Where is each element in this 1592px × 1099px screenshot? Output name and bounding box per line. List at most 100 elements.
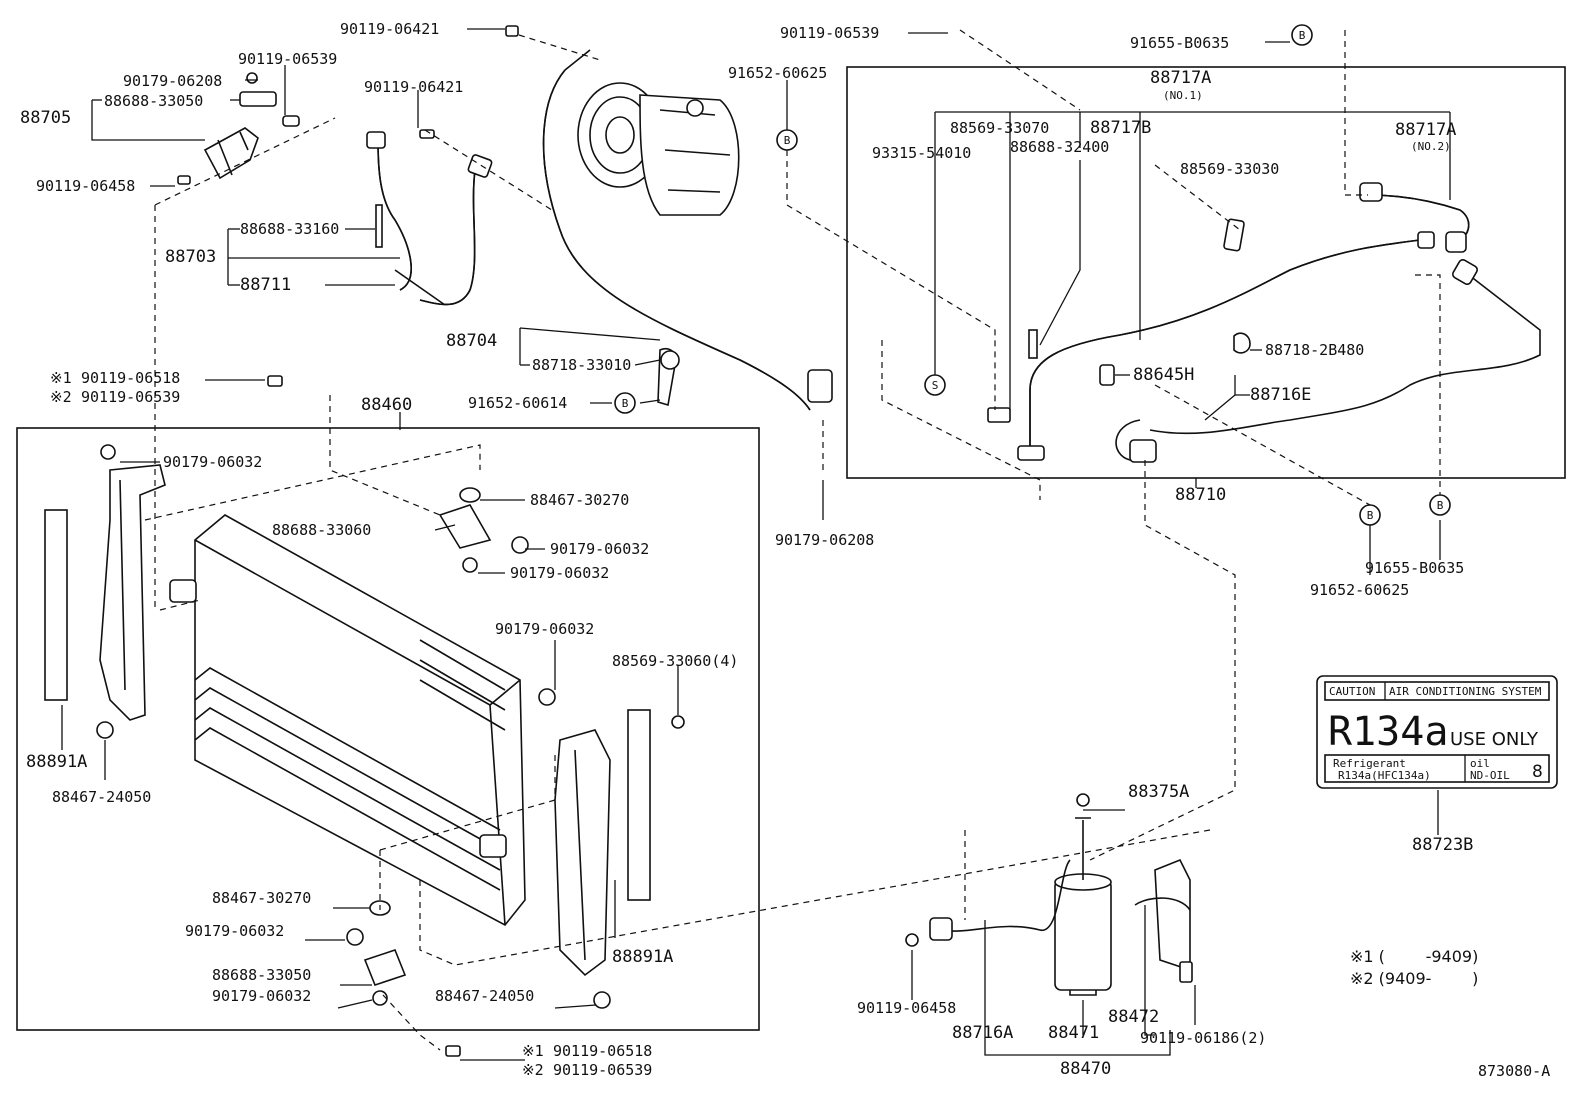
liquid-lines-88710 [987, 182, 1541, 463]
label-91655-B0635: 91655-B0635 [1130, 34, 1229, 52]
condenser-88460 [169, 514, 526, 927]
note-mark-2: ※2 [50, 388, 72, 406]
label-88710: 88710 [1175, 485, 1226, 505]
svg-text:B: B [1437, 499, 1444, 512]
label-90179-06032: 90179-06032 [550, 540, 649, 558]
label-88688-33160: 88688-33160 [240, 220, 339, 238]
svg-text:S: S [932, 379, 939, 392]
label-88470: 88470 [1060, 1059, 1111, 1079]
note-2: ※2 (9409- ) [1350, 969, 1478, 988]
label-88645H: 88645H [1133, 365, 1194, 385]
label-90119-06539: 90119-06539 [238, 50, 337, 68]
leader-lines [61, 28, 1451, 1061]
label-88717A-no1: 88717A [1150, 68, 1211, 88]
refrigerant-label: Refrigerant [1333, 757, 1406, 770]
caution-label-88723B: CAUTION AIR CONDITIONING SYSTEM R134a US… [1316, 675, 1558, 789]
label-88716A: 88716A [952, 1023, 1013, 1043]
svg-text:B: B [1299, 29, 1306, 42]
circle-b-mark: B [614, 392, 636, 414]
label-88891A: 88891A [26, 752, 87, 772]
label-88891A: 88891A [612, 947, 673, 967]
label-88717B: 88717B [1090, 118, 1151, 138]
circle-b-mark: B [776, 129, 798, 151]
oil-number: 8 [1532, 762, 1543, 782]
svg-text:B: B [1367, 509, 1374, 522]
compressor-and-discharge-hose-88704 [505, 25, 833, 411]
label-88718-33010: 88718-33010 [532, 356, 631, 374]
side-member-left [44, 444, 166, 739]
condenser-brackets [267, 375, 529, 1057]
label-90179-06032: 90179-06032 [212, 987, 311, 1005]
figure-id: 873080-A [1478, 1062, 1550, 1080]
label-88717A-no2-sub: (NO.2) [1411, 140, 1451, 153]
label-88569-33070: 88569-33070 [950, 119, 1049, 137]
label-88703: 88703 [165, 247, 216, 267]
discharge-hose-group-box [846, 66, 1566, 479]
label-88460: 88460 [361, 395, 412, 415]
label-88711: 88711 [240, 275, 291, 295]
label-88467-24050: 88467-24050 [52, 788, 151, 806]
label-88705: 88705 [20, 108, 71, 128]
label-88471: 88471 [1048, 1023, 1099, 1043]
note-1: ※1 ( -9409) [1350, 947, 1478, 966]
label-88704: 88704 [446, 331, 497, 351]
label-90179-06032: 90179-06032 [495, 620, 594, 638]
label-88717A-no1-sub: (NO.1) [1163, 89, 1203, 102]
label-90119-06186: 90119-06186(2) [1140, 1029, 1266, 1047]
label-88569-33060: 88569-33060(4) [612, 652, 738, 670]
part-labels: 88705 88688-33050 90179-06208 90119-0653… [20, 20, 1473, 1079]
refrigerant-code: R134a [1328, 709, 1448, 755]
oil-value: ND-OIL [1470, 769, 1510, 782]
circle-b-mark: B [1359, 504, 1381, 526]
label-88472: 88472 [1108, 1007, 1159, 1027]
label-90119-06421: 90119-06421 [340, 20, 439, 38]
label-90119-06518: 90119-06518 [553, 1042, 652, 1060]
note-mark-1: ※1 [50, 369, 72, 387]
condenser-group-box [16, 427, 760, 1031]
receiver-88470 [905, 793, 1193, 996]
oil-label: oil [1470, 757, 1490, 770]
label-90179-06208: 90179-06208 [123, 72, 222, 90]
label-90119-06539: 90119-06539 [553, 1061, 652, 1079]
label-88467-30270: 88467-30270 [212, 889, 311, 907]
label-90119-06458: 90119-06458 [857, 999, 956, 1017]
label-90119-06539: 90119-06539 [81, 388, 180, 406]
system-text: AIR CONDITIONING SYSTEM [1389, 685, 1542, 698]
circle-b-mark: B [1291, 24, 1313, 46]
label-88688-32400: 88688-32400 [1010, 138, 1109, 156]
label-88569-33030: 88569-33030 [1180, 160, 1279, 178]
label-88688-33050: 88688-33050 [104, 92, 203, 110]
label-88718-2B480: 88718-2B480 [1265, 341, 1364, 359]
side-member-right [538, 688, 685, 1009]
label-90119-06539: 90119-06539 [780, 24, 879, 42]
label-88467-24050: 88467-24050 [435, 987, 534, 1005]
label-91655-B0635: 91655-B0635 [1365, 559, 1464, 577]
svg-text:B: B [622, 397, 629, 410]
label-91652-60625: 91652-60625 [728, 64, 827, 82]
label-90179-06032: 90179-06032 [185, 922, 284, 940]
circled-marks: B B B B B S [614, 24, 1451, 526]
label-88716E: 88716E [1250, 385, 1311, 405]
dashed-leaders [144, 29, 1441, 1051]
label-88723B: 88723B [1412, 835, 1473, 855]
refrigerant-value: R134a(HFC134a) [1338, 769, 1431, 782]
label-90119-06458: 90119-06458 [36, 177, 135, 195]
label-88717A-no2: 88717A [1395, 120, 1456, 140]
label-93315-54010: 93315-54010 [872, 144, 971, 162]
label-88375A: 88375A [1128, 782, 1189, 802]
label-90119-06518: 90119-06518 [81, 369, 180, 387]
label-88688-33060: 88688-33060 [272, 521, 371, 539]
label-90179-06032: 90179-06032 [163, 453, 262, 471]
svg-text:B: B [784, 134, 791, 147]
note-mark-1: ※1 [522, 1042, 544, 1060]
circle-b-mark: B [1429, 494, 1451, 516]
label-90179-06032: 90179-06032 [510, 564, 609, 582]
caution-text: CAUTION [1329, 685, 1375, 698]
label-88688-33050: 88688-33050 [212, 966, 311, 984]
label-90119-06421: 90119-06421 [364, 78, 463, 96]
label-90179-06208: 90179-06208 [775, 531, 874, 549]
circle-s-mark: S [924, 374, 946, 396]
label-91652-60625: 91652-60625 [1310, 581, 1409, 599]
label-88467-30270: 88467-30270 [530, 491, 629, 509]
note-mark-2: ※2 [522, 1061, 544, 1079]
